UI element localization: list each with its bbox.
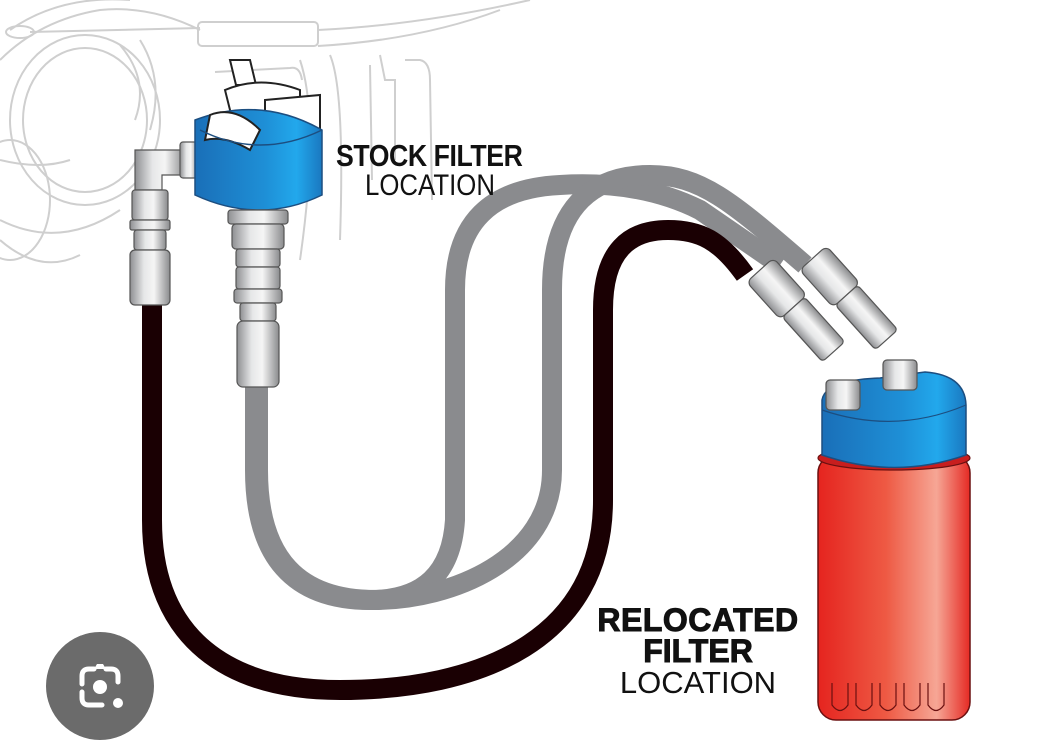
- stock-filter-location-label: STOCK FILTER LOCATION: [336, 140, 553, 201]
- stock-filter-housing: [194, 59, 323, 211]
- engine-background-outline: [0, 0, 531, 264]
- stock-label-line1: STOCK FILTER: [336, 138, 523, 173]
- relocated-label-line2: FILTER: [643, 633, 754, 669]
- supply-hose: [142, 219, 754, 701]
- stock-filter-bottom-fitting: [227, 209, 289, 388]
- relocated-filter-fittings: [748, 247, 918, 411]
- relocated-label-line3: LOCATION: [619, 665, 777, 700]
- relocated-label-line1: RELOCATED: [597, 602, 799, 638]
- relocated-filter-location-label: RELOCATED FILTER LOCATION: [592, 602, 804, 700]
- stock-label-line2: LOCATION: [365, 169, 495, 202]
- google-lens-button[interactable]: [46, 632, 154, 740]
- return-hose-main: [248, 164, 812, 611]
- left-hose-fitting: [129, 141, 199, 306]
- google-lens-camera-icon: [79, 664, 123, 708]
- relocated-filter-canister: [817, 445, 971, 721]
